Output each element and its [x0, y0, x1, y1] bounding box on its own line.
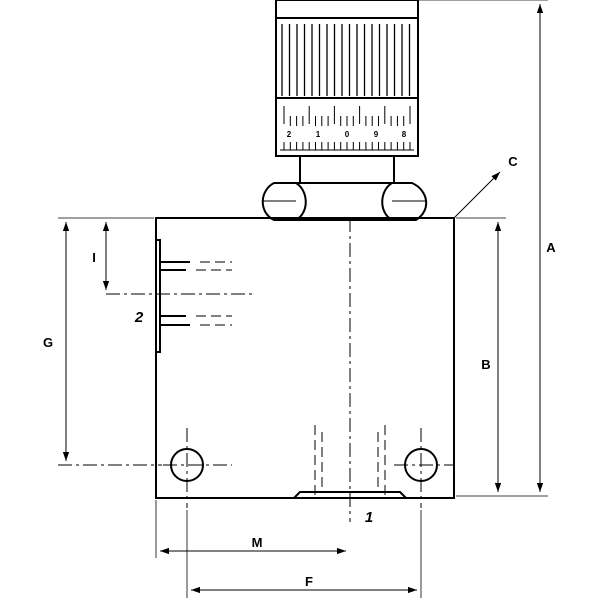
dimension-label-b: B — [481, 357, 490, 372]
port-1-bore — [293, 425, 407, 499]
dimension-label-m: M — [252, 535, 263, 550]
dimension-a: A — [418, 0, 556, 497]
mounting-hole-left — [163, 428, 232, 508]
knob-knurling — [281, 24, 411, 96]
dimension-label-i: I — [92, 250, 96, 265]
scale-ticks — [280, 106, 414, 151]
dimension-g: G — [43, 217, 162, 466]
callout-c: C — [452, 154, 518, 220]
scale-label-9: 9 — [374, 130, 379, 139]
dimension-b: B — [456, 217, 506, 492]
knob-scale: 2 1 0 9 8 — [275, 97, 419, 157]
dimension-label-a: A — [546, 240, 556, 255]
dimension-f: F — [186, 510, 422, 598]
scale-label-2: 2 — [287, 130, 292, 139]
dimension-label-g: G — [43, 335, 53, 350]
mounting-hole-right — [394, 428, 455, 508]
dimension-m: M — [155, 500, 346, 558]
adjustment-knob — [275, 0, 419, 99]
scale-label-0: 0 — [345, 130, 350, 139]
valve-body — [155, 217, 455, 499]
port-2-bore — [106, 239, 256, 353]
knob-neck — [299, 156, 395, 183]
scale-label-1: 1 — [316, 130, 321, 139]
scale-label-8: 8 — [402, 130, 407, 139]
callout-label-c: C — [508, 154, 518, 169]
port-label-1: 1 — [365, 509, 373, 526]
lock-nut — [261, 182, 427, 221]
port-label-2: 2 — [134, 309, 144, 326]
dimension-label-f: F — [305, 574, 313, 589]
dimension-i: I — [92, 222, 110, 290]
